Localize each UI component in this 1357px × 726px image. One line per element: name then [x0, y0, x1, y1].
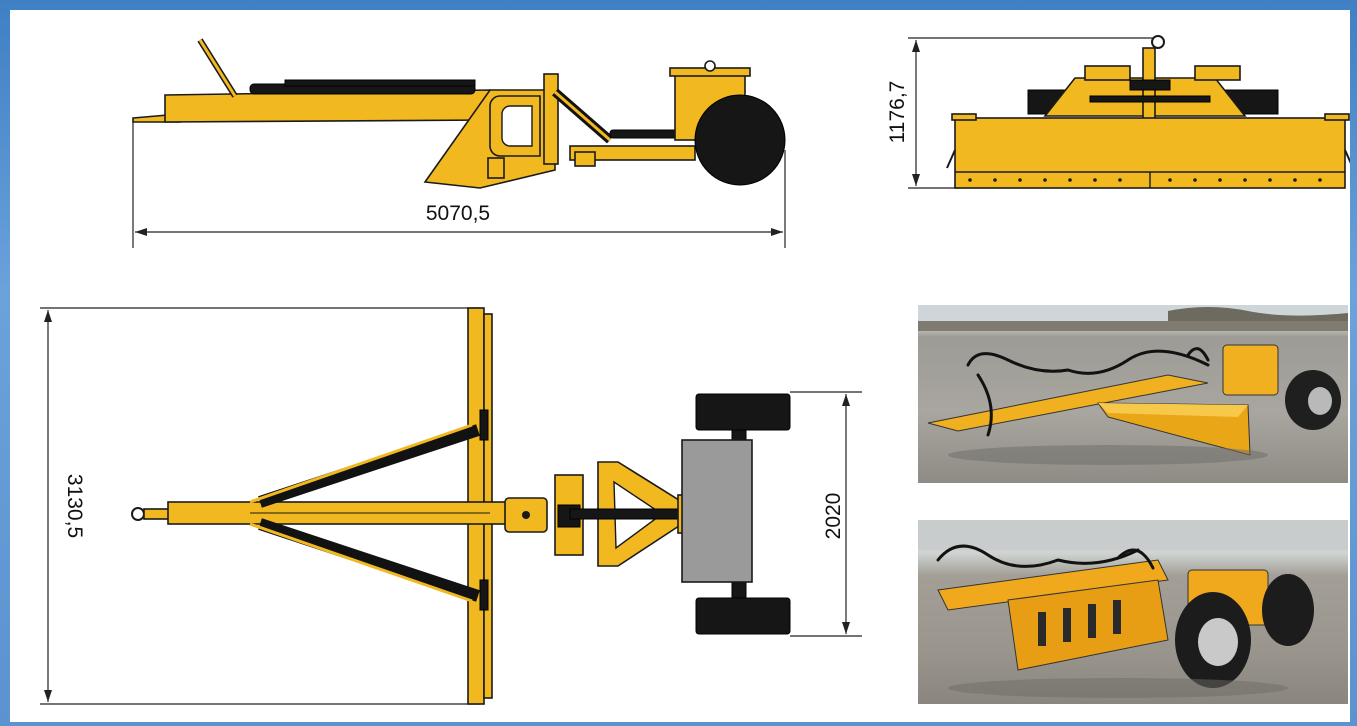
top-width-label: 3130,5: [63, 474, 86, 538]
axle-width-label: 2020: [822, 493, 845, 540]
machine-photo-rear: [918, 305, 1348, 483]
spec-sheet: 5070,5 1176,7: [10, 10, 1350, 722]
front-height-label: 1176,7: [886, 81, 909, 144]
side-length-label: 5070,5: [426, 202, 490, 225]
top-view-drawing: 3130,5 2020: [40, 307, 862, 705]
machine-photo-front: [918, 520, 1348, 704]
front-view-drawing: 1176,7: [886, 35, 1350, 189]
side-view-drawing: 5070,5: [132, 38, 786, 248]
